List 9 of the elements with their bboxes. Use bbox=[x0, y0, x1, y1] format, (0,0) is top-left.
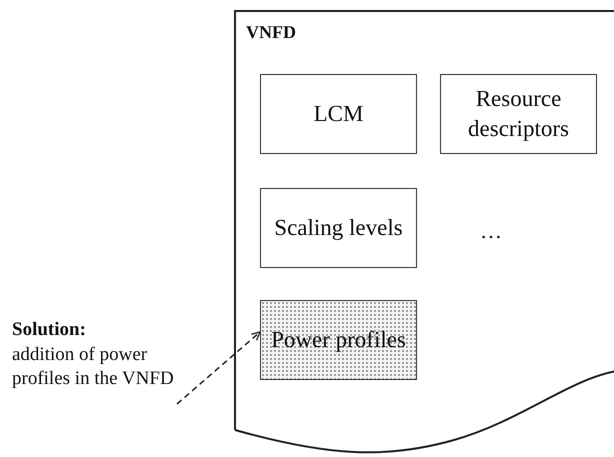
dashed-arrow bbox=[176, 331, 261, 405]
document-title: VNFD bbox=[246, 22, 296, 43]
component-box: Resource descriptors bbox=[440, 74, 597, 154]
ellipsis-text: … bbox=[480, 218, 502, 244]
component-box: LCM bbox=[260, 74, 417, 154]
annotation-heading: Solution: bbox=[12, 318, 87, 342]
component-box: Scaling levels bbox=[260, 188, 417, 268]
shaded-box: Power profiles bbox=[260, 300, 417, 380]
annotation-body: addition of power profiles in the VNFD bbox=[12, 342, 175, 392]
